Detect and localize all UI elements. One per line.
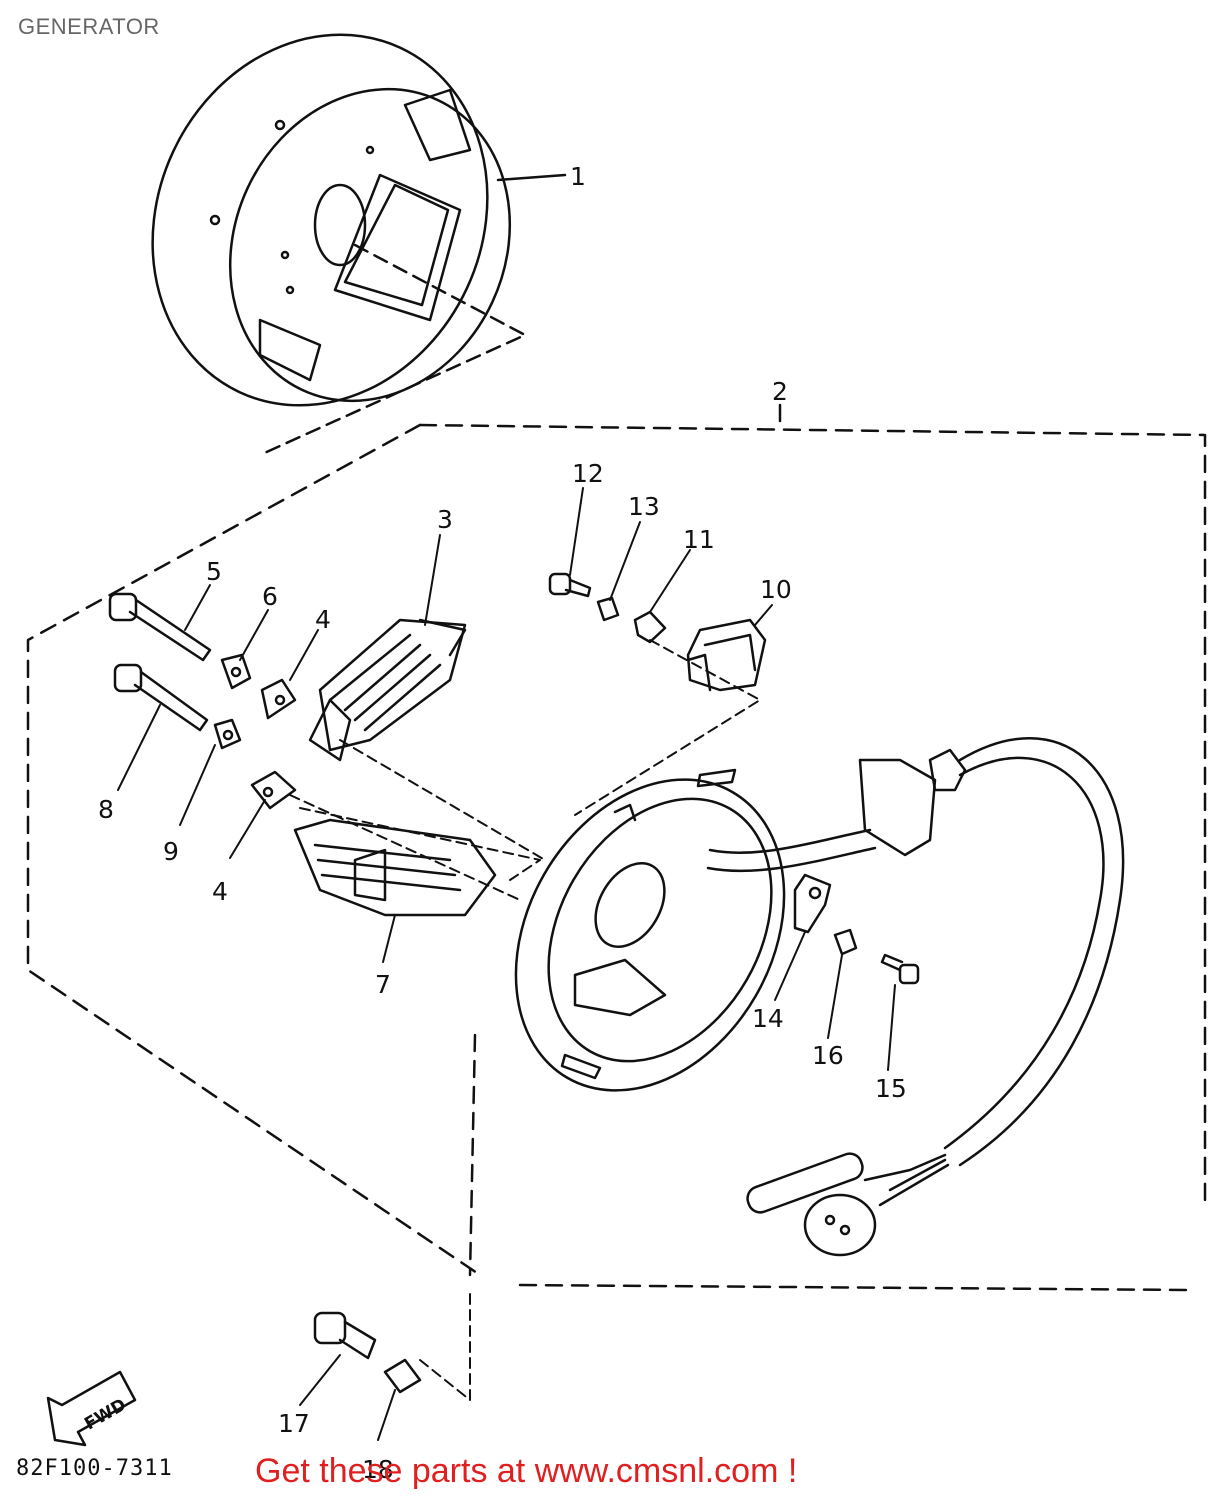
part-labels: 1 2 3 4 4 5 6 7 8 9 10 11 12 13 14 15 16… [98, 162, 907, 1484]
screw-part-15[interactable] [880, 953, 920, 985]
part-label-12: 12 [572, 459, 604, 488]
washer-part-13[interactable] [596, 596, 620, 622]
clamp-part-4a[interactable] [260, 678, 297, 720]
part-label-8: 8 [98, 795, 114, 824]
pickup-coil-part-10[interactable] [686, 618, 767, 692]
promo-link[interactable]: Get these parts at www.cmsnl.com ! [255, 1452, 798, 1490]
bolt-part-8[interactable] [113, 663, 209, 732]
part-label-7: 7 [375, 970, 391, 999]
part-label-5: 5 [206, 557, 222, 586]
leader-lines [117, 487, 896, 1441]
fwd-arrow-icon [46, 1370, 137, 1447]
part-label-11: 11 [683, 525, 715, 554]
stator-assembly-boundary [26, 403, 1207, 1292]
part-label-18: 18 [362, 1455, 394, 1484]
diagram-code: 82F100-7311 [16, 1456, 173, 1481]
part-label-2: 2 [772, 377, 788, 406]
part-label-13: 13 [628, 492, 660, 521]
part-label-6: 6 [262, 582, 278, 611]
page-title: GENERATOR [18, 14, 160, 39]
wire-harness[interactable] [706, 737, 1125, 1257]
bolt-part-17[interactable] [313, 1311, 377, 1360]
part-label-16: 16 [812, 1041, 844, 1070]
rotor-part-1[interactable] [93, 0, 567, 461]
bolt-part-5[interactable] [108, 592, 212, 662]
stator-base-plate[interactable] [462, 731, 838, 1139]
part-label-15: 15 [875, 1074, 907, 1103]
part-label-17: 17 [278, 1409, 310, 1438]
clamp-part-4b[interactable] [250, 770, 297, 810]
part-label-4b: 4 [212, 877, 228, 906]
part-label-10: 10 [760, 575, 792, 604]
screw-part-12[interactable] [548, 572, 592, 598]
fwd-label: FWD [81, 1395, 130, 1435]
coil-part-3[interactable] [308, 618, 467, 762]
clip-part-11[interactable] [633, 610, 667, 644]
part-label-4a: 4 [315, 605, 331, 634]
part-label-3: 3 [437, 505, 453, 534]
source-coil-part-7[interactable] [293, 818, 497, 917]
lead-holder-part-14[interactable] [793, 873, 832, 934]
washer-part-9[interactable] [213, 718, 242, 750]
washer-part-6[interactable] [220, 653, 252, 690]
part-label-1: 1 [570, 162, 586, 191]
washer-part-16[interactable] [833, 928, 858, 956]
washer-part-18[interactable] [383, 1358, 422, 1394]
part-label-14: 14 [752, 1004, 784, 1033]
part-label-9: 9 [163, 837, 179, 866]
